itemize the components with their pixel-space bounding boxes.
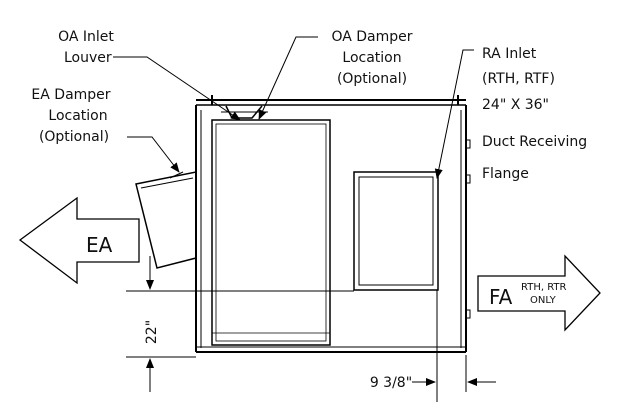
dimension-height	[126, 256, 354, 392]
fa-arrow-label: FA	[489, 285, 513, 309]
oa-damper-label-1: OA Damper	[331, 29, 412, 45]
ra-inlet-label-2: (RTH, RTF)	[482, 71, 555, 87]
oa-inlet-label-1: OA Inlet	[58, 29, 114, 45]
ea-damper-label-3: (Optional)	[39, 129, 109, 145]
leader-lines	[113, 36, 474, 179]
ra-inlet-label-4: Duct Receiving	[482, 134, 587, 150]
ea-damper-hood	[135, 171, 197, 269]
dimension-width	[412, 290, 496, 402]
ea-arrow: EA	[18, 196, 140, 285]
oa-damper-label-2: Location	[342, 50, 401, 66]
ea-damper-label-2: Location	[48, 108, 107, 124]
ra-inlet-label-1: RA Inlet	[482, 46, 537, 62]
unit-body	[195, 95, 471, 353]
leader-oa-damper	[258, 36, 318, 120]
fa-arrow-superscript: RTH, RTR	[521, 282, 567, 293]
ea-arrow-label: EA	[86, 233, 113, 257]
leader-oa-inlet	[113, 56, 241, 121]
dimension-height-label: 22"	[144, 320, 160, 344]
leader-ea-damper	[127, 136, 180, 173]
ra-inlet-label-5: Flange	[482, 166, 529, 182]
ra-inlet-flange	[353, 171, 439, 291]
ra-inlet-label-3: 24" X 36"	[482, 97, 549, 113]
leader-ra-inlet	[434, 49, 474, 179]
ea-damper-label-1: EA Damper	[31, 87, 110, 103]
fa-arrow: FA RTH, RTR ONLY	[477, 254, 601, 332]
callouts: OA Inlet Louver OA Damper Location (Opti…	[31, 29, 587, 182]
fa-arrow-subscript: ONLY	[530, 295, 557, 306]
oa-inlet-label-2: Louver	[64, 50, 112, 66]
oa-damper-label-3: (Optional)	[337, 71, 407, 87]
dimension-width-label: 9 3/8"	[370, 375, 412, 391]
